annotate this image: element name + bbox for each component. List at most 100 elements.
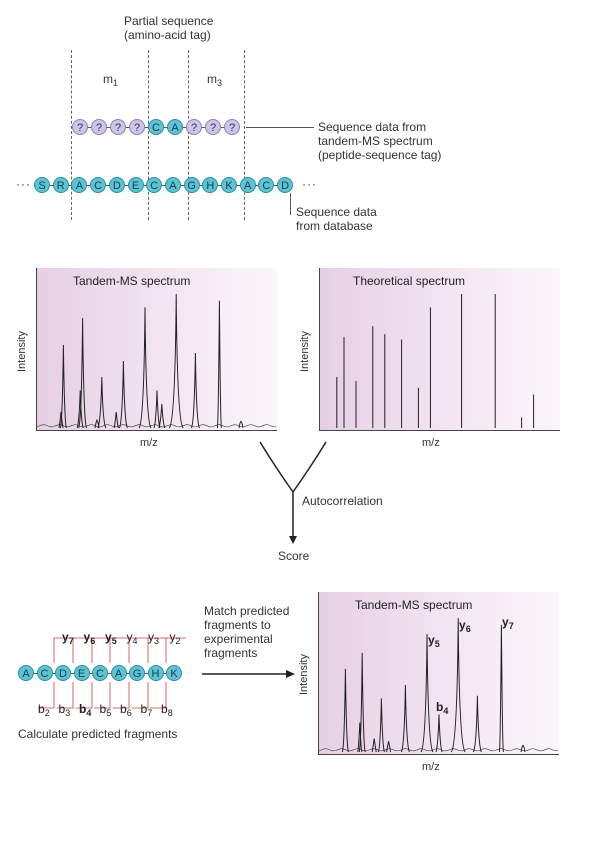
- fragment-bead: G: [129, 665, 145, 681]
- matched-peak: [371, 738, 377, 753]
- db-backbone: [34, 185, 294, 186]
- tag-bead: ?: [205, 119, 221, 135]
- tag-note: Sequence data from tandem-MS spectrum (p…: [318, 120, 442, 162]
- db-bead: D: [277, 177, 294, 193]
- tandem-peak: [190, 352, 200, 429]
- tandem-peak: [118, 360, 128, 429]
- y-bracket: [53, 637, 74, 663]
- db-ellipsis-left: ···: [16, 177, 31, 191]
- b-ion-label: b4: [79, 702, 92, 718]
- matched-baseline: [319, 748, 559, 752]
- left-xlabel: m/z: [140, 437, 158, 449]
- tag-bead: A: [167, 119, 183, 135]
- theoretical-title: Theoretical spectrum: [353, 274, 466, 288]
- tag-bead: ?: [91, 119, 107, 135]
- db-bead: H: [202, 177, 219, 193]
- b-bracket: [150, 682, 167, 709]
- y-ion-label: y7: [62, 630, 74, 646]
- db-note: Sequence data from database: [296, 205, 377, 233]
- matched-peak: [520, 744, 526, 753]
- db-ellipsis-right: ···: [302, 177, 317, 191]
- y-ion-label: y6: [83, 630, 96, 646]
- b-ion-label: b2: [38, 702, 50, 718]
- matched-spectrum-title: Tandem-MS spectrum: [355, 598, 473, 612]
- matched-peak: [357, 722, 363, 753]
- y-ion-label: y3: [148, 630, 160, 646]
- matched-peak: [450, 617, 466, 753]
- autocorrelation-arrow: [259, 441, 327, 544]
- dashed-guide-1: [71, 50, 72, 220]
- db-bead: C: [90, 177, 107, 193]
- y-ion-label: y2: [169, 630, 181, 646]
- tag-bead: ?: [110, 119, 126, 135]
- peak-label-y5: y5: [428, 633, 440, 649]
- matched-spectrum-plot: [319, 617, 559, 753]
- db-bead: A: [164, 177, 181, 193]
- matched-peak: [498, 624, 504, 753]
- matched-peak: [400, 684, 410, 753]
- matched-peak: [435, 714, 443, 753]
- b-bracket: [57, 682, 74, 709]
- tandem-peak: [97, 377, 107, 429]
- fragment-bead: D: [55, 665, 71, 681]
- fragment-bead: C: [36, 665, 53, 681]
- b-ion-label: b3: [58, 702, 71, 718]
- b-ion-label: b5: [99, 702, 112, 718]
- peak-label-y6: y6: [459, 618, 471, 634]
- tag-callout-line: [246, 127, 314, 128]
- db-bead: G: [183, 177, 200, 193]
- right-xlabel: m/z: [422, 437, 440, 449]
- tag-bead: ?: [72, 119, 88, 135]
- db-bead: C: [146, 177, 163, 193]
- matched-peak: [386, 741, 392, 753]
- dashed-guide-3: [188, 50, 189, 220]
- fragment-bead: E: [73, 665, 90, 681]
- tandem-peak: [158, 403, 166, 429]
- matched-peak: [358, 652, 366, 753]
- matched-peak: [377, 698, 385, 753]
- b-ion-label: b6: [120, 702, 132, 718]
- tandem-peak: [113, 411, 119, 429]
- tandem-peak: [78, 318, 88, 429]
- peak-label-b4: b4: [436, 700, 449, 716]
- b-bracket: [38, 682, 55, 709]
- tandem-peak: [168, 293, 184, 429]
- fragment-bead: A: [18, 665, 34, 681]
- fragment-bead: H: [147, 665, 164, 681]
- matched-peak: [472, 695, 482, 753]
- b-ion-label: b8: [161, 702, 173, 718]
- tandem-peak: [58, 411, 64, 429]
- b-bracket: [113, 682, 130, 709]
- fragment-bead: A: [110, 665, 127, 681]
- b-bracket: [94, 682, 111, 709]
- tandem-peak: [153, 390, 161, 429]
- y-bracket: [91, 637, 112, 663]
- y-bracket: [147, 637, 168, 663]
- b-bracket: [132, 682, 149, 709]
- score-label: Score: [278, 549, 310, 563]
- theoretical-spectrum-plot: [336, 294, 535, 428]
- db-bead: K: [221, 177, 237, 193]
- tag-bead: ?: [129, 119, 145, 135]
- calculate-fragments-label: Calculate predicted fragments: [18, 727, 178, 741]
- y-bracket: [165, 637, 186, 663]
- fragment-bead: K: [166, 665, 182, 681]
- db-bead: D: [108, 177, 125, 193]
- b-ion-label: b7: [140, 702, 153, 718]
- dashed-guide-4: [244, 50, 245, 220]
- tandem-peak: [216, 300, 222, 429]
- db-bead: S: [34, 177, 50, 193]
- y-bracket: [128, 637, 149, 663]
- autocorrelation-label: Autocorrelation: [302, 494, 383, 508]
- match-arrow: [202, 670, 295, 678]
- tag-bead: ?: [186, 119, 202, 135]
- tandem-ms-spectrum-chart: Tandem-MS spectrum: [36, 268, 277, 431]
- y-bracket: [109, 637, 130, 663]
- tandem-peak: [59, 344, 67, 429]
- tandem-peak: [76, 390, 84, 429]
- y-ion-label: y4: [126, 630, 138, 646]
- tandem-ms-title: Tandem-MS spectrum: [73, 274, 191, 288]
- b-bracket: [76, 682, 93, 709]
- db-bead: A: [239, 177, 256, 193]
- tandem-ms-spectrum-plot: [37, 293, 277, 429]
